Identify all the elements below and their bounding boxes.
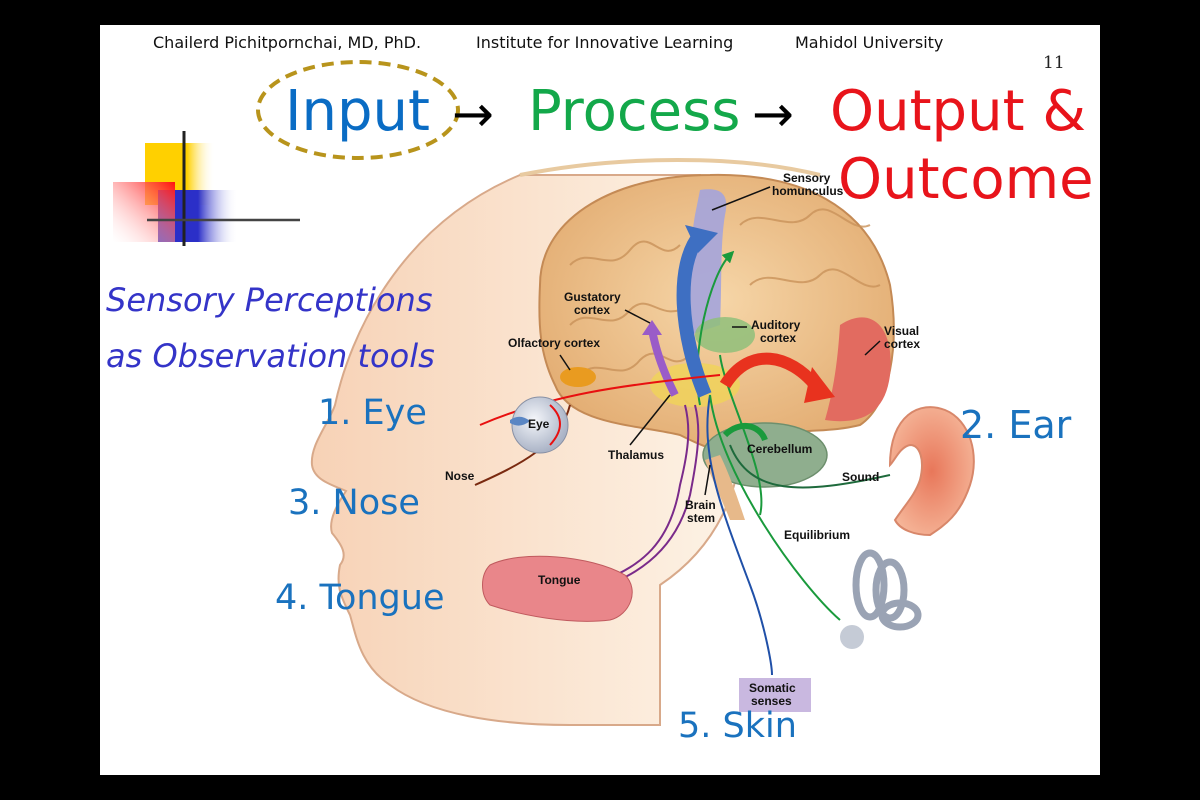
title-input: Input (285, 79, 431, 144)
label-thalamus: Thalamus (608, 448, 664, 462)
label-visual-1: Visual (884, 324, 919, 338)
header-university: Mahidol University (795, 33, 944, 52)
title-arrow-1: → (452, 85, 494, 143)
sense-nose: 3. Nose (288, 483, 420, 523)
slide: Sensory homunculus Gustatory cortex Audi… (100, 25, 1100, 775)
label-olfactory-cortex: Olfactory cortex (508, 336, 600, 350)
sense-tongue: 4. Tongue (275, 578, 445, 618)
subtitle-line-1: Sensory Perceptions (106, 281, 433, 319)
label-stem: stem (687, 511, 715, 525)
label-sound: Sound (842, 470, 879, 484)
title-arrow-2: → (752, 85, 794, 143)
label-equilibrium: Equilibrium (784, 528, 850, 542)
header-institute: Institute for Innovative Learning (476, 33, 734, 52)
label-somatic-1: Somatic (749, 681, 796, 695)
header-author: Chailerd Pichitpornchai, MD, PhD. (153, 33, 422, 52)
label-eye: Eye (528, 417, 550, 431)
title-process: Process (528, 79, 741, 144)
ear-illustration (888, 406, 975, 537)
label-gustatory-1: Gustatory (564, 290, 621, 304)
label-sensory-homunculus-2: homunculus (772, 184, 844, 198)
title-output: Output & (830, 79, 1086, 144)
label-auditory-2: cortex (760, 331, 796, 345)
page-number: 11 (1043, 53, 1065, 73)
input-highlight-ellipse (256, 60, 460, 160)
tongue-illustration (482, 555, 633, 622)
label-auditory-1: Auditory (751, 318, 801, 332)
brain-senses-illustration: Sensory homunculus Gustatory cortex Audi… (113, 60, 975, 726)
label-brain: Brain (685, 498, 716, 512)
sense-eye: 1. Eye (318, 393, 427, 433)
somatic-senses-box (739, 678, 811, 712)
label-visual-2: cortex (884, 337, 920, 351)
subtitle-line-2: as Observation tools (106, 337, 435, 375)
label-somatic-2: senses (751, 694, 792, 708)
label-sensory-homunculus-1: Sensory (783, 171, 831, 185)
inner-ear-illustration (852, 549, 922, 631)
title-outcome: Outcome (838, 147, 1094, 212)
label-cerebellum: Cerebellum (747, 442, 812, 456)
decorative-squares-logo (113, 131, 300, 246)
sense-ear: 2. Ear (960, 403, 1072, 447)
label-tongue: Tongue (538, 573, 581, 587)
label-nose: Nose (445, 469, 475, 483)
sense-skin: 5. Skin (678, 706, 797, 746)
label-gustatory-2: cortex (574, 303, 610, 317)
